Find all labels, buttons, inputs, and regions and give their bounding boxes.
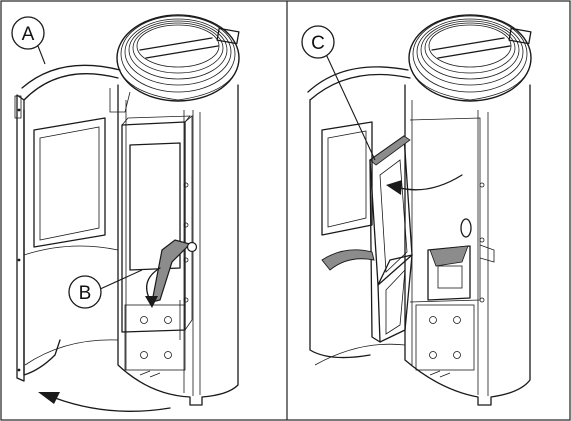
stove-body-right <box>404 84 531 406</box>
floor-arc-left <box>24 339 119 366</box>
firebox-right <box>409 117 495 378</box>
stove-body-left <box>117 84 239 406</box>
open-cladding-left <box>14 64 121 382</box>
panel-left: A B <box>11 14 240 412</box>
callout-a: A <box>11 16 46 65</box>
handle-arrow <box>145 267 161 308</box>
door-open-arrow <box>386 174 463 195</box>
stove-top-left <box>116 14 240 102</box>
callout-c-label: C <box>311 33 325 54</box>
callout-a-label: A <box>22 24 35 45</box>
open-cladding-right <box>307 66 411 366</box>
callout-b-label: B <box>79 283 92 304</box>
open-inner-door-right <box>369 135 413 343</box>
stove-top-right <box>408 14 532 102</box>
callout-b: B <box>68 269 143 309</box>
panel-right: C <box>301 14 532 406</box>
callout-c: C <box>301 25 376 161</box>
rotation-arrow <box>38 392 171 412</box>
inner-panel-left <box>109 88 193 378</box>
